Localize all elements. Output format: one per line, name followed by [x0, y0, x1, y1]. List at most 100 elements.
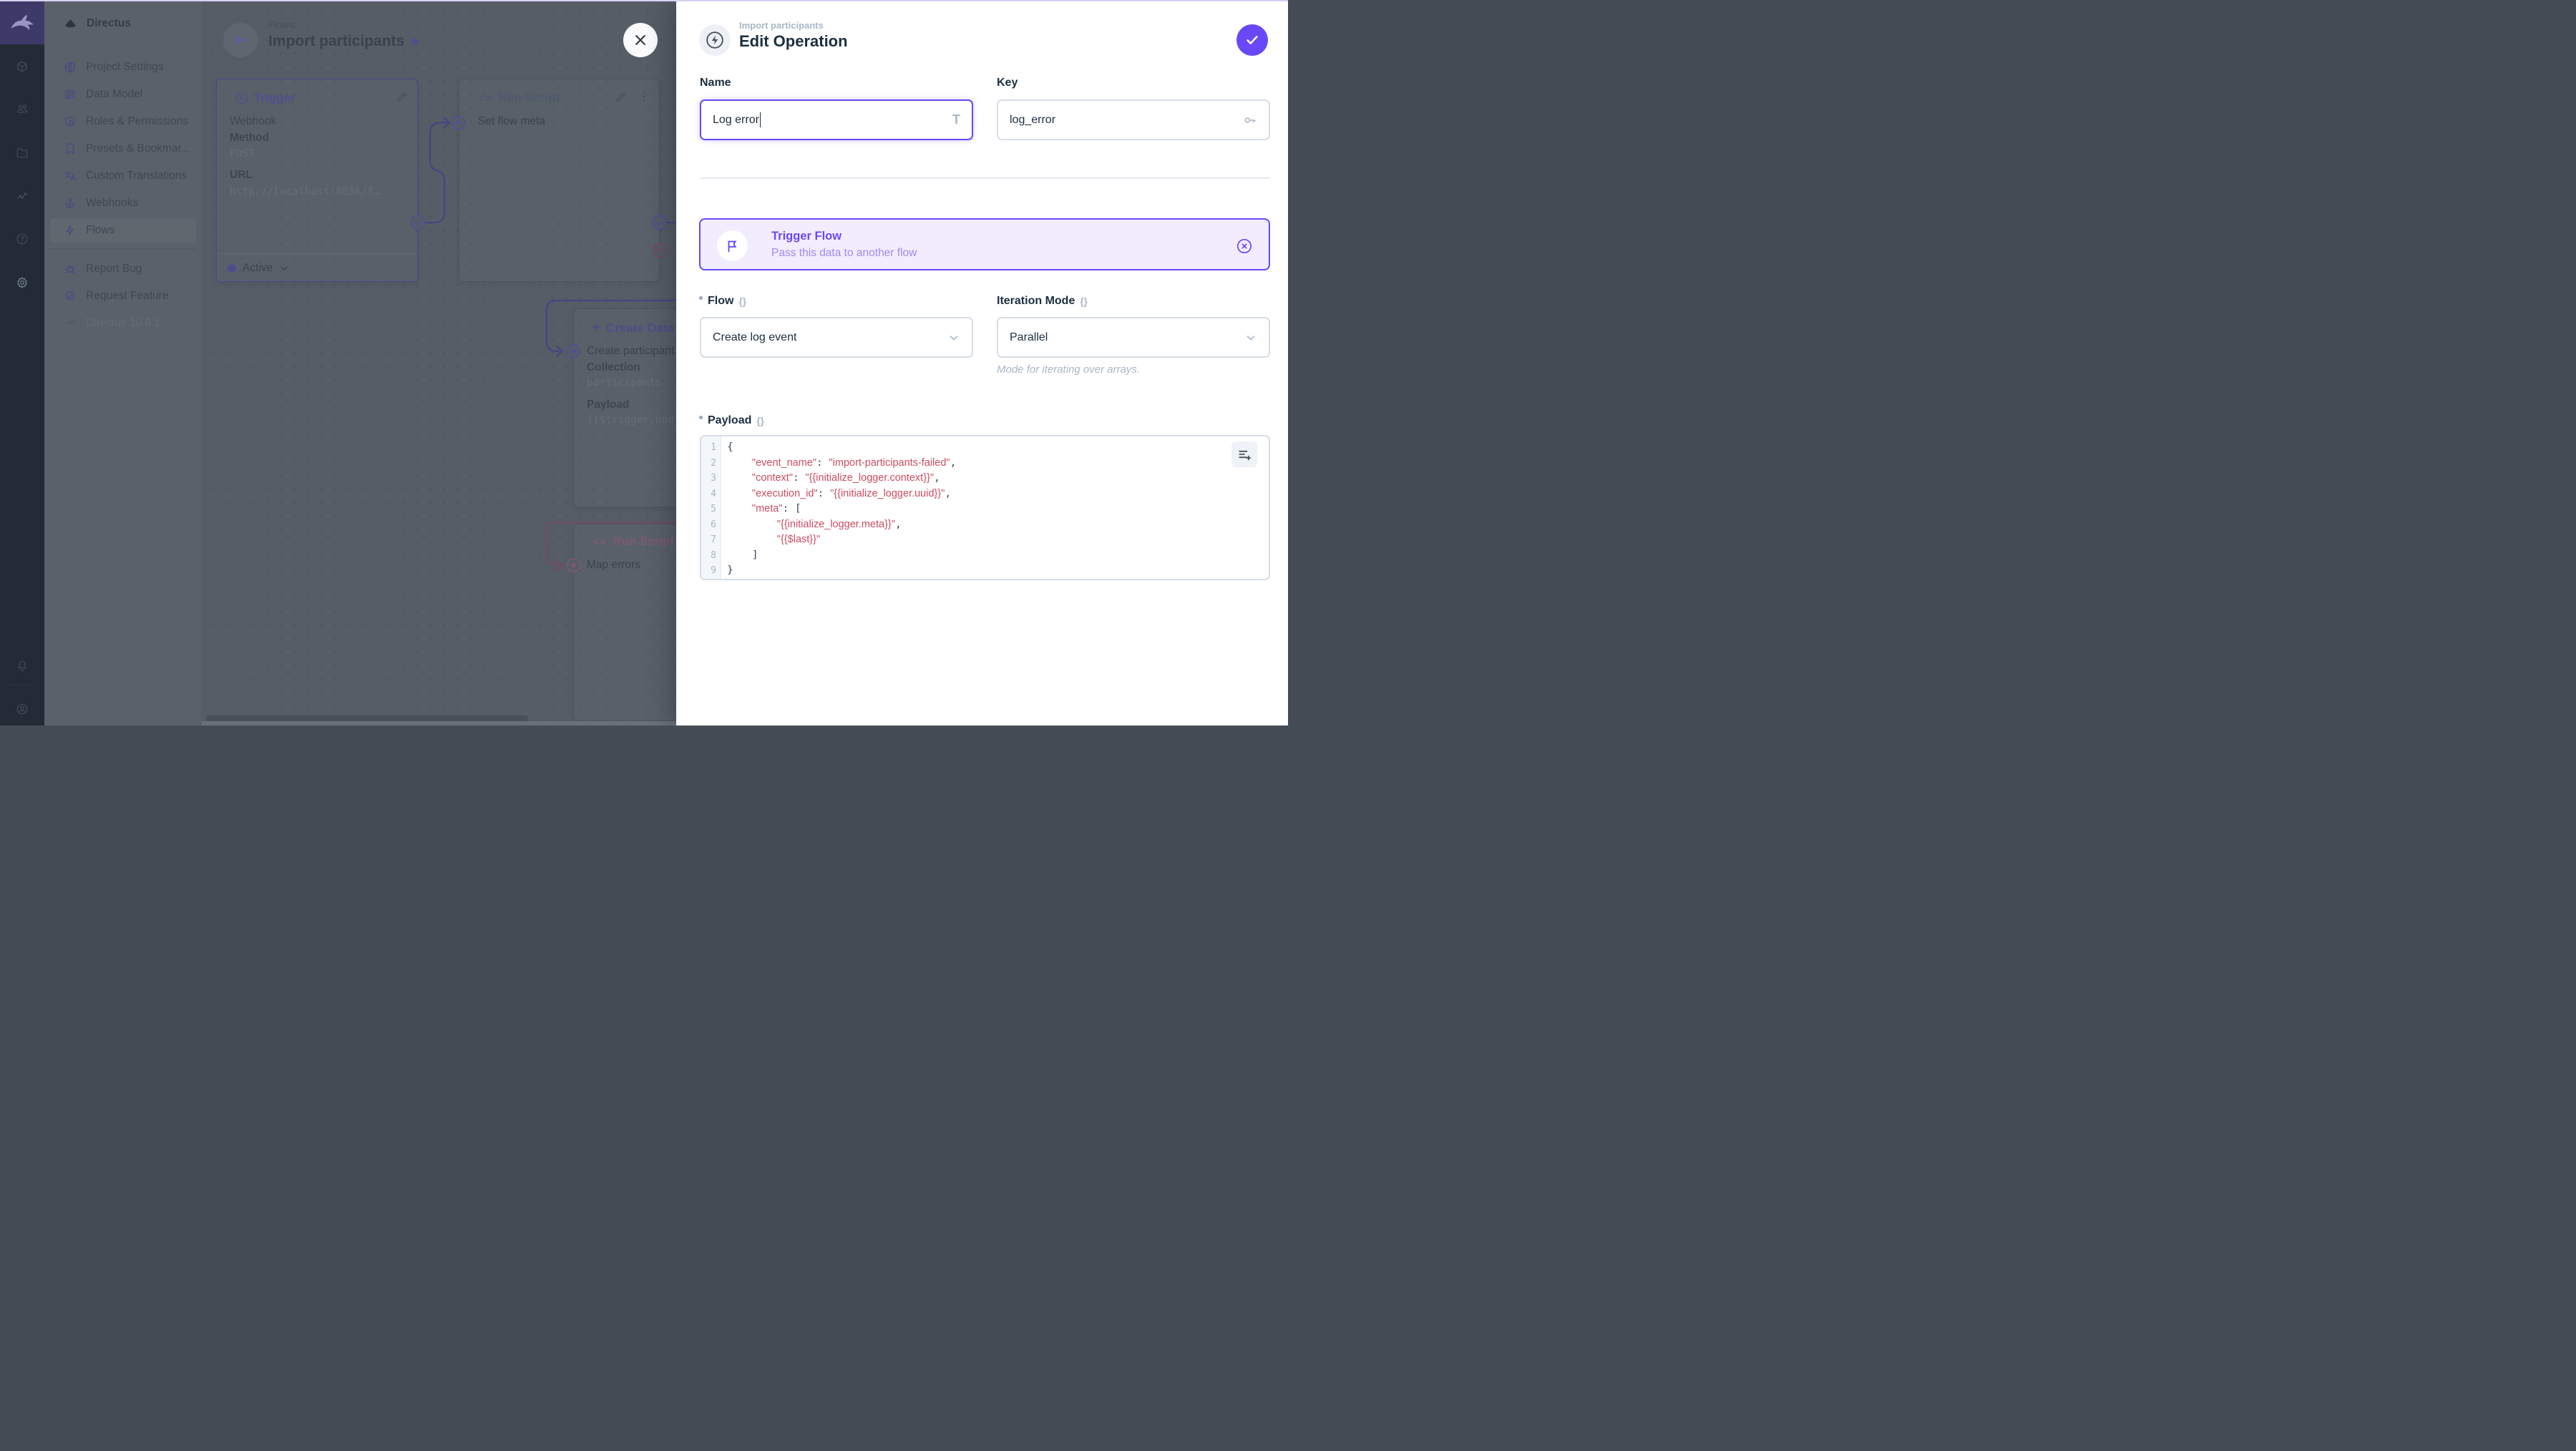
edit-pencil-icon[interactable]	[396, 90, 409, 103]
bolt-icon	[64, 224, 77, 237]
trigger-flow-card[interactable]: Trigger Flow Pass this data to another f…	[699, 218, 1270, 270]
line-number: 8	[711, 549, 716, 561]
module-insights[interactable]	[0, 183, 44, 209]
module-docs[interactable]	[0, 226, 44, 252]
code-content[interactable]: { "event_name": "import-participants-fai…	[721, 436, 1269, 579]
code-brackets-icon: <>	[478, 92, 493, 104]
sidebar-item-report-bug[interactable]: Report Bug	[50, 257, 196, 281]
module-files[interactable]	[0, 140, 44, 166]
badge-check-icon	[64, 290, 77, 303]
sidebar-item-project-settings[interactable]: Project Settings	[50, 55, 196, 79]
plus-icon: +	[592, 321, 601, 336]
drawer-close-button[interactable]	[623, 23, 658, 57]
nav-divider	[50, 248, 196, 249]
drawer-breadcrumb[interactable]: Import participants	[739, 20, 824, 31]
copy-icon[interactable]	[386, 186, 398, 197]
iteration-hint: Mode for iterating over arrays.	[997, 363, 1141, 376]
card-subtitle: Pass this data to another flow	[771, 247, 917, 259]
bug-icon	[64, 263, 77, 275]
unsaved-dot	[411, 38, 419, 45]
sidebar-item-custom-translations[interactable]: Custom Translations	[50, 164, 196, 188]
required-dot	[699, 295, 703, 300]
folder-icon	[16, 147, 29, 160]
run-script-panel[interactable]: <> Run Script Set flow meta	[459, 79, 660, 282]
payload-json[interactable]: { "event_name": "import-participants-fai…	[727, 441, 957, 576]
circle-x-icon[interactable]	[1236, 238, 1253, 255]
flag-icon	[717, 230, 748, 261]
line-number: 6	[711, 519, 716, 530]
webhook-url: http://localhost:8056/f…	[230, 186, 380, 197]
module-notifications[interactable]	[0, 653, 44, 678]
code-brackets-icon: <>	[592, 535, 608, 548]
sidebar-item-webhooks[interactable]: Webhooks	[50, 191, 196, 215]
top-accent-strip	[0, 0, 1288, 1]
module-users[interactable]	[0, 96, 44, 122]
raw-value-icon[interactable]: {}	[756, 415, 764, 426]
kebab-menu-icon[interactable]	[638, 90, 650, 103]
line-number: 3	[711, 473, 716, 484]
translate-icon	[64, 170, 77, 182]
flow-canvas: Flows Import participants Trigger Webhoo…	[202, 0, 676, 726]
directus-logo[interactable]	[0, 0, 44, 44]
name-input[interactable]: Log error T	[700, 99, 973, 140]
required-dot	[699, 415, 703, 419]
payload-label: Payload {}	[699, 414, 764, 427]
trigger-bolt-icon	[235, 92, 248, 104]
iteration-mode-select[interactable]: Parallel	[997, 317, 1270, 358]
raw-value-icon[interactable]: {}	[1080, 295, 1088, 307]
flow-select[interactable]: Create log event	[700, 317, 973, 358]
line-number: 9	[711, 565, 716, 576]
data-model-icon	[64, 88, 77, 101]
anchor-icon	[64, 197, 77, 210]
sidebar-item-roles-permissions[interactable]: Roles & Permissions	[50, 109, 196, 134]
module-settings[interactable]	[0, 270, 44, 295]
edit-pencil-icon[interactable]	[615, 90, 628, 103]
module-account[interactable]	[0, 696, 44, 722]
panel-title: Run Script	[498, 91, 560, 104]
sidebar-item-label: Report Bug	[86, 263, 142, 275]
horizontal-scrollbar[interactable]	[206, 715, 528, 721]
sidebar-item-label: Request Feature	[86, 290, 169, 302]
method-value: POST	[230, 148, 255, 160]
panel-title: Trigger	[254, 91, 296, 104]
cube-icon	[16, 60, 29, 73]
create-data-panel[interactable]: + Create Data Create participant Collect…	[573, 308, 676, 507]
sidebar-item-flows[interactable]: Flows	[50, 218, 196, 243]
rabbit-small-icon	[64, 317, 77, 330]
line-number: 4	[711, 488, 716, 499]
sidebar-item-presets-bookmar[interactable]: Presets & Bookmar...	[50, 137, 196, 161]
project-header[interactable]: Directus	[44, 11, 202, 36]
iteration-mode-label: Iteration Mode {}	[997, 295, 1088, 307]
operation-bolt-icon	[699, 24, 731, 56]
trigger-panel[interactable]: Trigger Webhook Method POST URL http://l…	[216, 79, 418, 282]
operation-name: Set flow meta	[478, 115, 545, 127]
sidebar-item-label: Webhooks	[86, 197, 138, 209]
sidebar-item-version[interactable]: Directus 10.6.1	[50, 311, 196, 336]
save-button[interactable]	[1236, 24, 1268, 56]
sidebar-item-label: Flows	[86, 224, 115, 236]
map-errors-panel[interactable]: <> Run Script Map errors	[573, 524, 676, 721]
expand-editor-button[interactable]	[1231, 441, 1257, 467]
operation-name: Create participant	[587, 345, 675, 357]
module-bar	[0, 0, 44, 726]
sidebar-item-request-feature[interactable]: Request Feature	[50, 284, 196, 308]
edit-operation-drawer: Import participants Edit Operation Name …	[676, 0, 1288, 726]
sidebar-item-label: Data Model	[86, 88, 143, 100]
flow-status-toggle[interactable]: Active	[228, 262, 289, 275]
module-content[interactable]	[0, 54, 44, 79]
key-icon	[1243, 113, 1257, 127]
raw-value-icon[interactable]: {}	[738, 295, 746, 307]
payload-value: {{$trigger.body	[587, 414, 676, 426]
back-button[interactable]	[223, 23, 258, 57]
name-label: Name	[700, 77, 731, 89]
breadcrumb[interactable]: Flows	[268, 19, 295, 30]
globe-icon	[64, 61, 77, 74]
collection-label: Collection	[587, 361, 640, 373]
project-fan-icon	[64, 17, 77, 31]
sidebar-item-data-model[interactable]: Data Model	[50, 82, 196, 107]
operation-name: Map errors	[587, 559, 640, 571]
key-input[interactable]: log_error	[997, 99, 1270, 140]
